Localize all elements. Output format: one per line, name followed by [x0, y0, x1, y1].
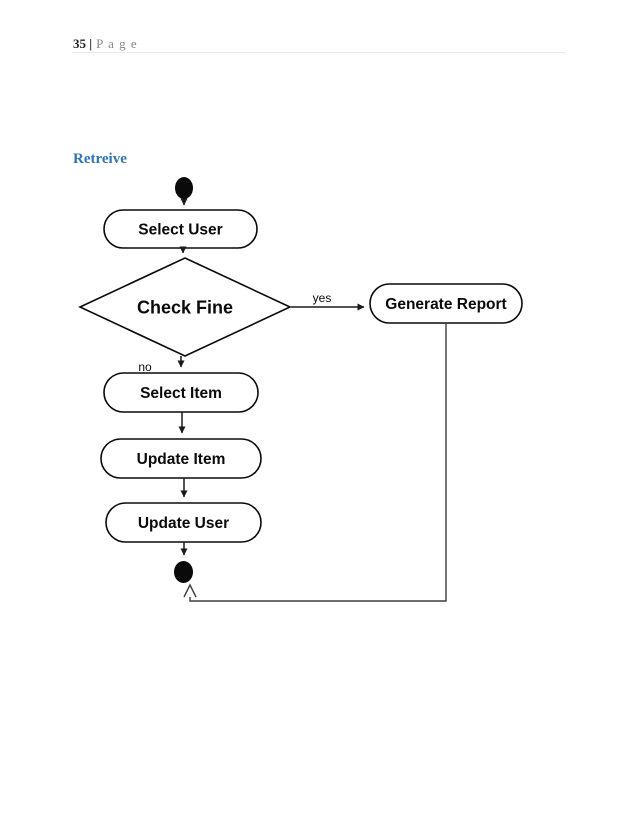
activity-generate-report-shape: [369, 283, 523, 324]
guard-no-label: no: [138, 360, 152, 374]
page-word: P a g e: [96, 36, 138, 51]
section-heading: Retreive: [73, 151, 127, 167]
activity-update-item-label: Update Item: [137, 451, 226, 468]
decision-check-fine-label: Check Fine: [137, 298, 233, 318]
activity-select-item-shape: [103, 372, 259, 413]
header-divider: [72, 52, 566, 53]
activity-update-item-shape: [100, 438, 262, 479]
decision-check-fine-shape: [78, 257, 292, 357]
page-header: 35 |P a g e: [73, 36, 138, 52]
activity-generate-report-label: Generate Report: [385, 296, 506, 313]
activity-select-user-label: Select User: [138, 222, 222, 239]
final-node: [174, 561, 193, 583]
edge-generate-report-to-final: [189, 324, 447, 602]
initial-node: [175, 177, 193, 199]
activity-select-item-label: Select Item: [140, 385, 222, 402]
guard-yes-label: yes: [313, 291, 332, 305]
edge-generate-report-arrowhead: [183, 583, 197, 598]
activity-update-user-label: Update User: [138, 515, 229, 532]
page-number: 35 |: [73, 36, 93, 51]
